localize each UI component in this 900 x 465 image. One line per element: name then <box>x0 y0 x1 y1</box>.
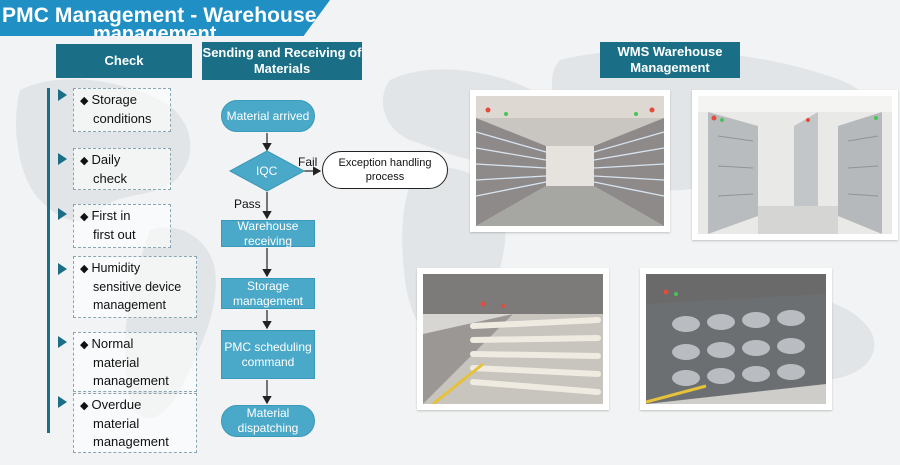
flow-pmc-scheduling: PMC scheduling command <box>221 330 315 379</box>
diamond-bullet-icon: ◆ <box>80 339 89 351</box>
check-item-storage-conditions: ◆Storage conditions <box>73 88 171 132</box>
check-item-daily-check: ◆Daily check <box>73 148 171 190</box>
warehouse-photo-storage-towers <box>692 90 898 240</box>
check-marker-icon <box>58 208 67 220</box>
warehouse-photo-roll-racks <box>417 268 609 410</box>
flow-iqc-label: IQC <box>256 164 278 178</box>
check-marker-icon <box>58 89 67 101</box>
flow-material-arrived: Material arrived <box>221 100 315 132</box>
page-title-wrapped-line: management <box>93 24 217 36</box>
iqc-decision-diamond <box>228 150 306 192</box>
check-marker-icon <box>58 263 67 275</box>
check-item-normal-material: ◆Normal material management <box>73 332 197 392</box>
diamond-bullet-icon: ◆ <box>80 400 89 412</box>
check-item-humidity-sensitive: ◆Humidity sensitive device management <box>73 256 197 318</box>
check-marker-icon <box>58 396 67 408</box>
flow-exception-handling: Exception handling process <box>322 151 448 189</box>
warehouse-photo-smart-shelves <box>470 90 670 232</box>
title-banner <box>0 0 330 36</box>
flow-warehouse-receiving: Warehouse receiving <box>221 219 315 248</box>
diamond-bullet-icon: ◆ <box>80 211 89 223</box>
flow-storage-management: Storage management <box>221 278 315 309</box>
flow-material-dispatching: Material dispatching <box>221 405 315 437</box>
wms-header: WMS Warehouse Management <box>600 42 740 78</box>
check-item-overdue-material: ◆Overdue material management <box>73 393 197 453</box>
check-marker-icon <box>58 336 67 348</box>
diamond-bullet-icon: ◆ <box>80 155 89 167</box>
diamond-bullet-icon: ◆ <box>80 263 89 275</box>
flow-pass-label: Pass <box>234 197 261 211</box>
check-header: Check <box>56 44 192 78</box>
page-title: PMC Management - Warehouse <box>2 4 317 27</box>
diamond-bullet-icon: ◆ <box>80 95 89 107</box>
flow-fail-label: Fail <box>298 155 318 169</box>
check-item-first-in-first-out: ◆First in first out <box>73 204 171 248</box>
check-timeline-bar <box>47 88 50 433</box>
sending-receiving-header: Sending and Receiving of Materials <box>202 42 362 80</box>
check-marker-icon <box>58 153 67 165</box>
warehouse-photo-reel-racks <box>640 268 832 410</box>
